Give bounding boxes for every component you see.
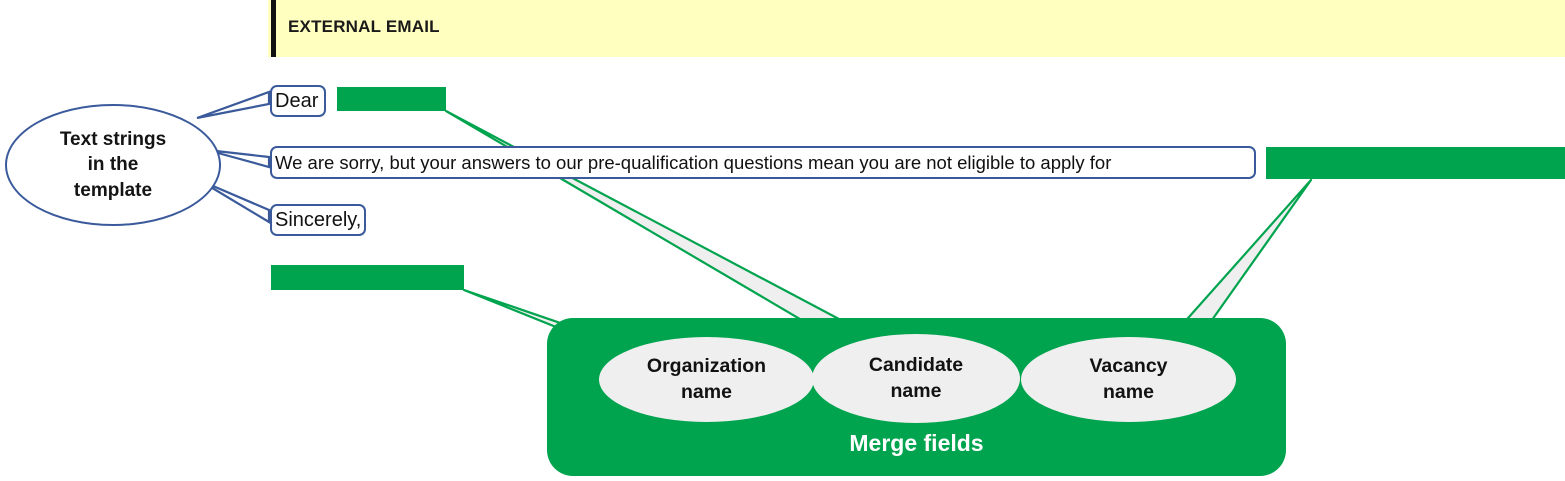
merge-field-candidate-line-1: Candidate	[868, 354, 964, 377]
text-strings-line-1: Text strings	[59, 129, 167, 151]
merge-field-organization-line-2: name	[681, 380, 732, 403]
text-strings-ellipse: Text strings in the template	[5, 104, 221, 226]
body-label: We are sorry, but your answers to our pr…	[275, 151, 1112, 173]
merge-field-vacancy-name[interactable]: Vacancy name	[1021, 337, 1236, 422]
merge-field-organization-line-1: Organization	[646, 355, 767, 378]
body-text-box: We are sorry, but your answers to our pr…	[270, 146, 1256, 179]
merge-field-vacancy-line-2: name	[1103, 380, 1154, 403]
greeting-label: Dear	[275, 89, 319, 112]
merge-field-vacancy-line-1: Vacancy	[1089, 355, 1168, 378]
organization-name-merge-bar[interactable]	[271, 265, 464, 290]
candidate-name-merge-bar[interactable]	[337, 87, 446, 111]
merge-fields-title: Merge fields	[849, 430, 984, 456]
greeting-text-box: Dear	[270, 85, 326, 117]
external-email-label: EXTERNAL EMAIL	[288, 17, 440, 36]
merge-field-organization-label: Organization name	[647, 354, 766, 405]
closing-label: Sincerely,	[275, 208, 362, 231]
merge-field-candidate-line-2: name	[890, 379, 942, 402]
merge-field-vacancy-label: Vacancy name	[1089, 354, 1167, 405]
vacancy-name-merge-bar[interactable]	[1266, 147, 1565, 179]
merge-field-candidate-label: Candidate name	[869, 353, 963, 404]
closing-text-box: Sincerely,	[270, 204, 366, 236]
external-email-banner	[268, 0, 1565, 57]
text-strings-label: Text strings in the template	[60, 127, 166, 202]
merge-field-candidate-name[interactable]: Candidate name	[812, 334, 1020, 423]
merge-field-organization-name[interactable]: Organization name	[599, 337, 814, 422]
text-strings-line-2: in the	[87, 154, 139, 176]
banner-accent-bar	[271, 0, 276, 57]
text-strings-line-3: template	[73, 179, 153, 201]
